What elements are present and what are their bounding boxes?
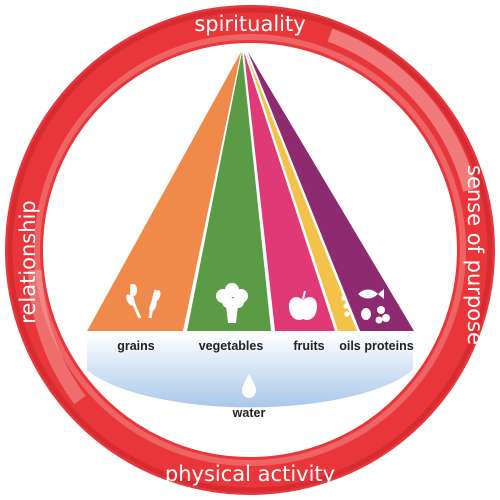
- oil-drops-icon: [341, 295, 350, 317]
- food-pyramid: [87, 52, 414, 331]
- ring-label-sense-of-purpose: sense of purpose: [463, 165, 487, 345]
- segment-grains: [87, 52, 241, 331]
- broccoli-icon: [216, 283, 248, 323]
- ring-label-physical-activity: physical activity: [165, 462, 335, 486]
- label-water: water: [232, 406, 266, 420]
- segment-oils: [246, 52, 357, 331]
- fish-beans-icon: [358, 289, 390, 324]
- label-fruits: fruits: [293, 339, 324, 353]
- ring-label-spirituality: spirituality: [194, 12, 305, 36]
- label-vegetables: vegetables: [199, 339, 264, 353]
- ring-label-relationship: relationship: [16, 200, 40, 323]
- label-oils: oils: [339, 339, 361, 353]
- wheat-icon: [126, 283, 161, 319]
- label-proteins: proteins: [364, 339, 413, 353]
- segment-vegetables: [187, 52, 271, 331]
- outer-ring: [5, 5, 495, 495]
- water-area: [87, 333, 413, 408]
- segment-proteins: [248, 52, 414, 331]
- label-grains: grains: [117, 339, 155, 353]
- water-drop-icon: [242, 374, 256, 398]
- segment-fruits: [244, 52, 335, 331]
- apple-icon: [288, 290, 318, 320]
